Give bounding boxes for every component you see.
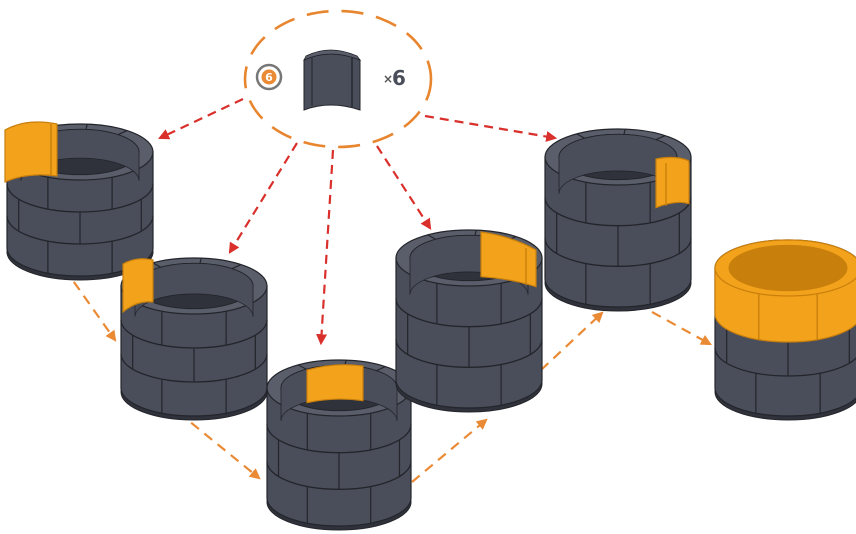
- cylinder-4: [395, 229, 543, 413]
- red-arrows: [158, 98, 558, 346]
- rim-joint: [427, 234, 436, 240]
- rim-joint: [152, 262, 161, 268]
- rim-joint: [655, 135, 666, 141]
- arrow-to-stage-3: [316, 149, 335, 346]
- highlight-block: [480, 231, 537, 288]
- callout-dashed-ellipse: [243, 9, 433, 149]
- cylinder-3: [266, 359, 412, 531]
- arrow-stage-3-to-4: [411, 418, 488, 483]
- arrow-to-stage-4: [376, 145, 432, 230]
- highlight-block: [4, 121, 58, 183]
- arrow-stage-2-to-3: [177, 411, 261, 480]
- highlight-block: [306, 364, 364, 404]
- rim-joint: [376, 366, 386, 372]
- cylinder-stages: [4, 121, 856, 531]
- rim-joint: [623, 128, 626, 135]
- rim-joint: [298, 364, 307, 370]
- course-line: [395, 298, 543, 328]
- step-badge-icon: 6: [255, 63, 283, 91]
- inner-wall: [134, 262, 254, 317]
- rim-joint: [231, 264, 242, 270]
- cylinder-6: [714, 239, 856, 421]
- arrow-stage-5-to-6: [651, 311, 712, 346]
- quantity-value: 6: [392, 66, 406, 90]
- course-line: [120, 319, 268, 349]
- arrow-to-stage-5: [424, 114, 558, 142]
- callout-group: 6 × 6: [243, 9, 433, 149]
- step-number: 6: [265, 71, 273, 84]
- rim-joint: [117, 130, 128, 136]
- highlight-block: [714, 239, 856, 343]
- highlight-block: [655, 156, 690, 209]
- rim-joint: [85, 123, 88, 130]
- arrow-to-stage-2: [228, 142, 298, 254]
- cylinder-2: [120, 257, 268, 421]
- arrow-to-stage-1: [158, 98, 244, 140]
- rim-joint: [199, 257, 202, 264]
- arrow-stage-1-to-2: [63, 267, 117, 342]
- cylinder-1: [4, 121, 154, 281]
- course-line: [6, 183, 154, 213]
- rim-joint: [576, 133, 585, 139]
- highlight-block: [122, 258, 154, 314]
- curved-block-icon: [303, 49, 362, 111]
- cylinder-5: [544, 128, 692, 312]
- orange-arrows: [63, 267, 712, 483]
- course-line: [544, 197, 692, 227]
- quantity-prefix: ×: [383, 72, 393, 86]
- rim-joint: [474, 229, 477, 236]
- arrow-stage-4-to-5: [540, 311, 604, 371]
